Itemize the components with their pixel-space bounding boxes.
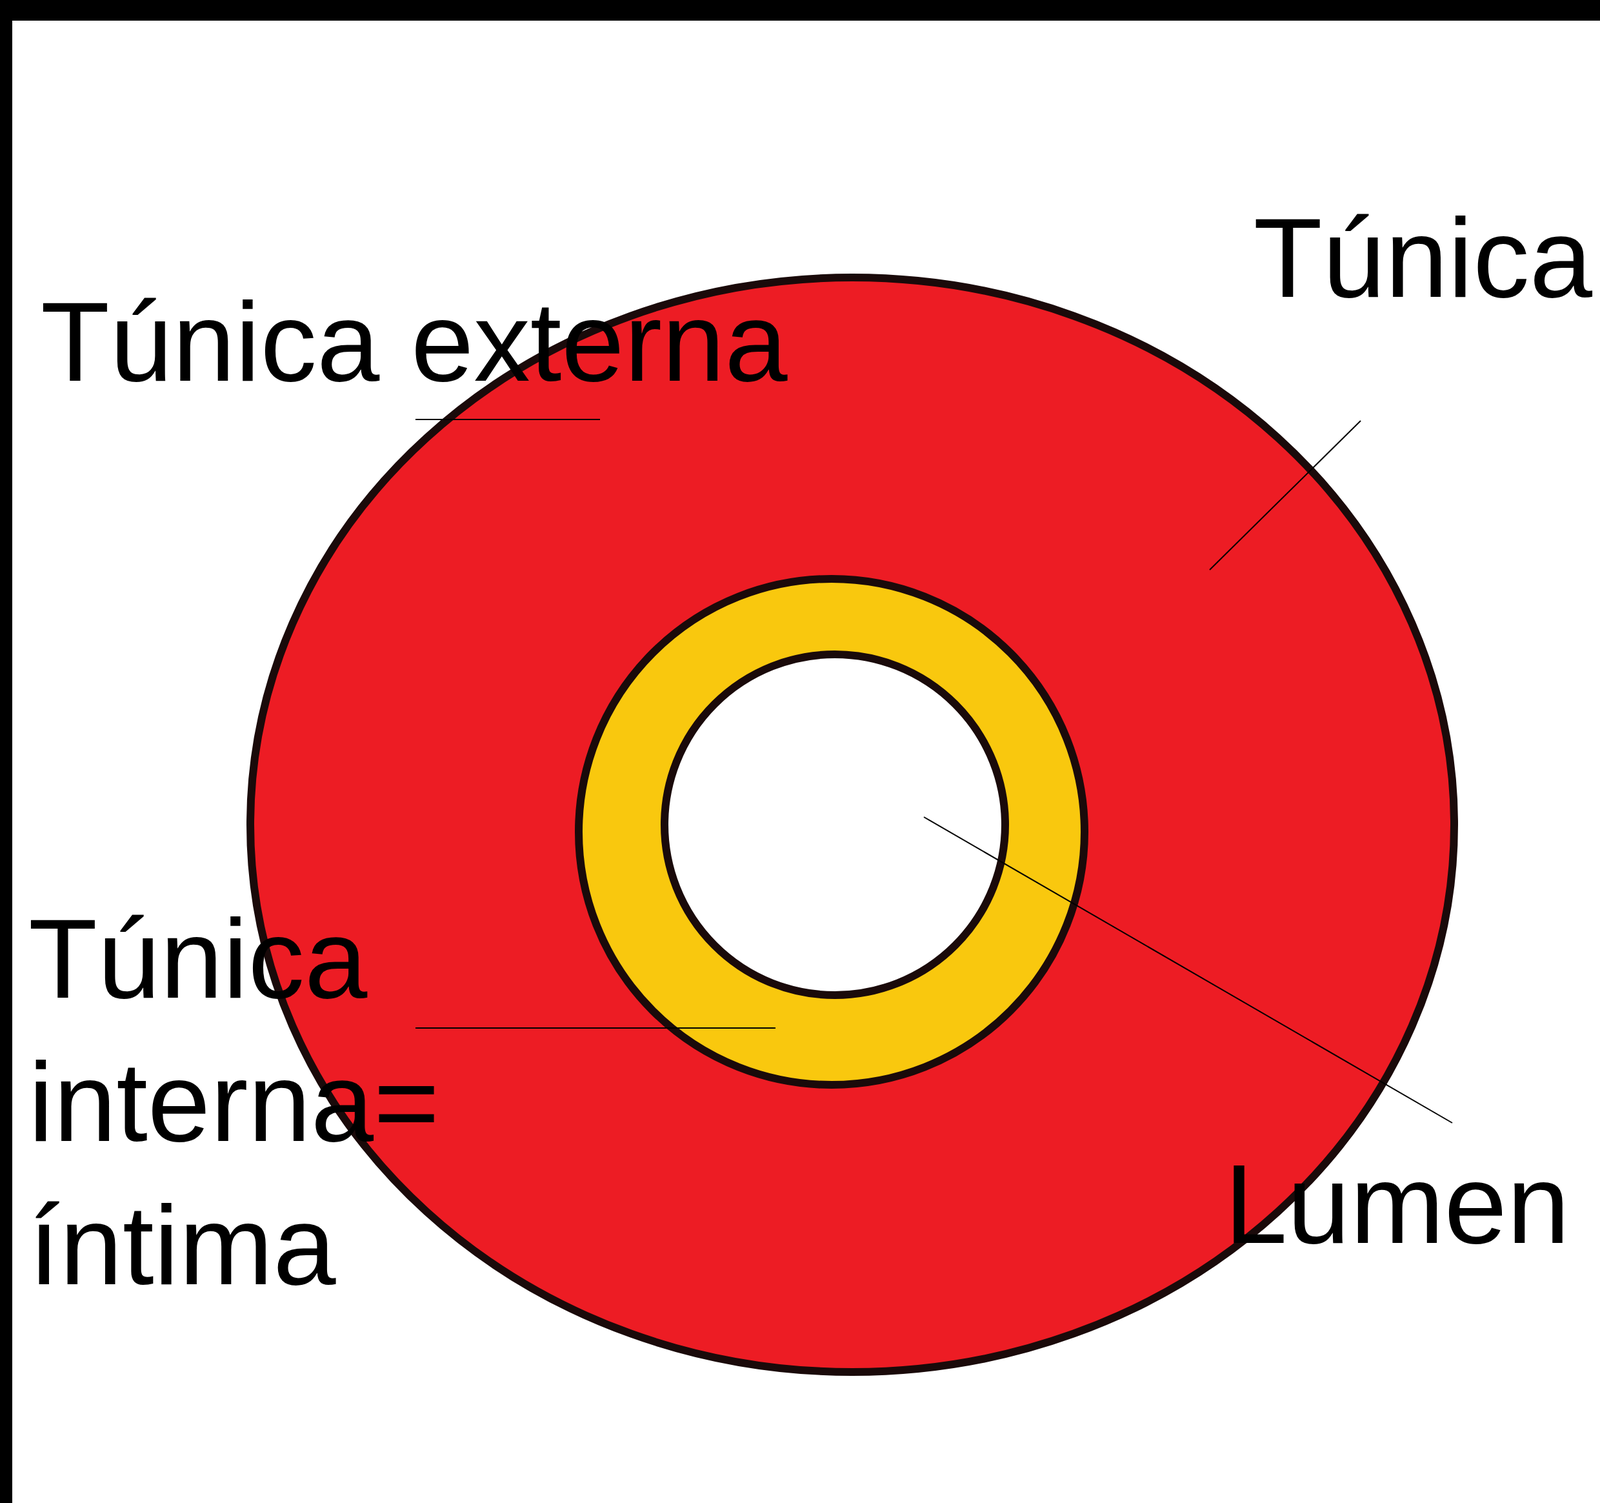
part-label: Túnica externa xyxy=(40,276,788,407)
part-label: Lumen xyxy=(1224,1138,1570,1269)
leader-line xyxy=(415,1027,776,1029)
frame-bar xyxy=(0,0,1600,21)
middle-ring xyxy=(578,578,1085,1085)
frame-bar xyxy=(0,0,13,1503)
leader-line xyxy=(1209,420,1361,570)
part-label: Túnica xyxy=(1253,192,1593,323)
leader-line xyxy=(923,816,1453,1123)
lumen-area xyxy=(664,654,1006,995)
leader-line xyxy=(415,418,600,420)
part-label: Túnica interna= íntima xyxy=(28,887,493,1317)
